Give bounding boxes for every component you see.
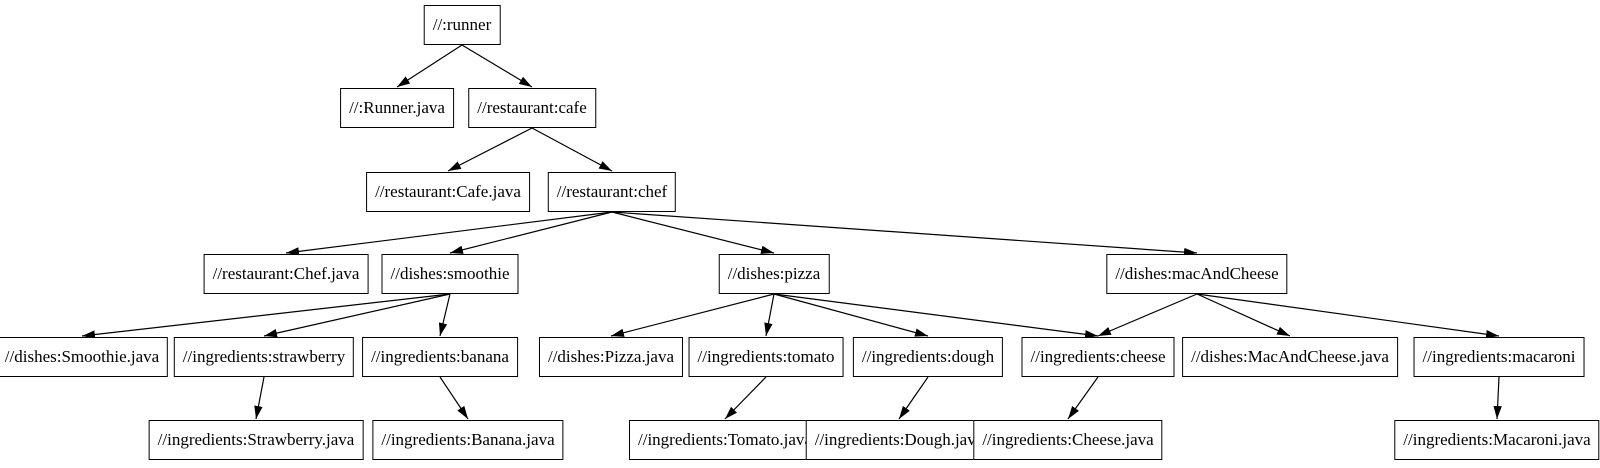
node-pizza: //dishes:pizza	[718, 254, 830, 294]
edge-smoothie-to-smoothie_java	[81, 293, 451, 339]
edge-cheese-to-cheese_java	[1067, 376, 1099, 420]
edge-runner-to-runner_java	[396, 44, 463, 88]
edge-chef-to-chef_java	[285, 211, 613, 256]
node-mac_and_cheese_java: //dishes:MacAndCheese.java	[1182, 337, 1398, 377]
node-tomato_java: //ingredients:Tomato.java	[629, 420, 821, 460]
node-macaroni_java: //ingredients:Macaroni.java	[1394, 420, 1600, 460]
node-dough: //ingredients:dough	[852, 337, 1004, 377]
edge-strawberry-to-strawberry_java	[254, 376, 265, 420]
node-pizza_java: //dishes:Pizza.java	[538, 337, 684, 377]
node-cafe_java: //restaurant:Cafe.java	[366, 172, 530, 212]
node-runner: //:runner	[423, 5, 501, 45]
edge-macaroni-to-macaroni_java	[1493, 376, 1502, 420]
node-dough_java: //ingredients:Dough.java	[805, 420, 993, 460]
node-strawberry: //ingredients:strawberry	[173, 337, 355, 377]
node-mac_and_cheese: //dishes:macAndCheese	[1106, 254, 1288, 294]
edge-cafe-to-cafe_java	[447, 127, 533, 172]
edge-dough-to-dough_java	[898, 376, 929, 420]
edge-banana-to-banana_java	[439, 376, 469, 420]
node-banana_java: //ingredients:Banana.java	[372, 420, 564, 460]
node-smoothie_java: //dishes:Smoothie.java	[0, 337, 169, 377]
edge-pizza-to-cheese	[773, 293, 1099, 339]
node-cheese_java: //ingredients:Cheese.java	[973, 420, 1163, 460]
edge-chef-to-smoothie	[449, 211, 613, 254]
edge-chef-to-mac_and_cheese	[611, 211, 1198, 257]
edge-smoothie-to-strawberry	[263, 293, 451, 338]
node-cafe: //restaurant:cafe	[468, 88, 596, 128]
edge-runner-to-cafe	[461, 44, 533, 88]
edge-mac_and_cheese-to-cheese	[1097, 293, 1198, 337]
node-smoothie: //dishes:smoothie	[381, 254, 519, 294]
edge-pizza-to-pizza_java	[610, 293, 775, 337]
edge-cafe-to-chef	[531, 127, 613, 172]
edge-mac_and_cheese-to-mac_and_cheese_java	[1196, 293, 1291, 337]
edge-chef-to-pizza	[611, 211, 775, 254]
edge-pizza-to-dough	[773, 293, 929, 337]
edge-mac_and_cheese-to-macaroni	[1196, 293, 1500, 339]
node-strawberry_java: //ingredients:Strawberry.java	[148, 420, 364, 460]
node-cheese: //ingredients:cheese	[1021, 337, 1175, 377]
node-runner_java: //:Runner.java	[340, 88, 454, 128]
node-tomato: //ingredients:tomato	[688, 337, 844, 377]
edge-pizza-to-tomato	[764, 293, 775, 337]
edge-tomato-to-tomato_java	[724, 376, 767, 420]
edge-smoothie-to-banana	[438, 293, 451, 337]
node-chef_java: //restaurant:Chef.java	[203, 254, 369, 294]
node-banana: //ingredients:banana	[362, 337, 518, 377]
node-macaroni: //ingredients:macaroni	[1413, 337, 1585, 377]
node-chef: //restaurant:chef	[547, 172, 677, 212]
